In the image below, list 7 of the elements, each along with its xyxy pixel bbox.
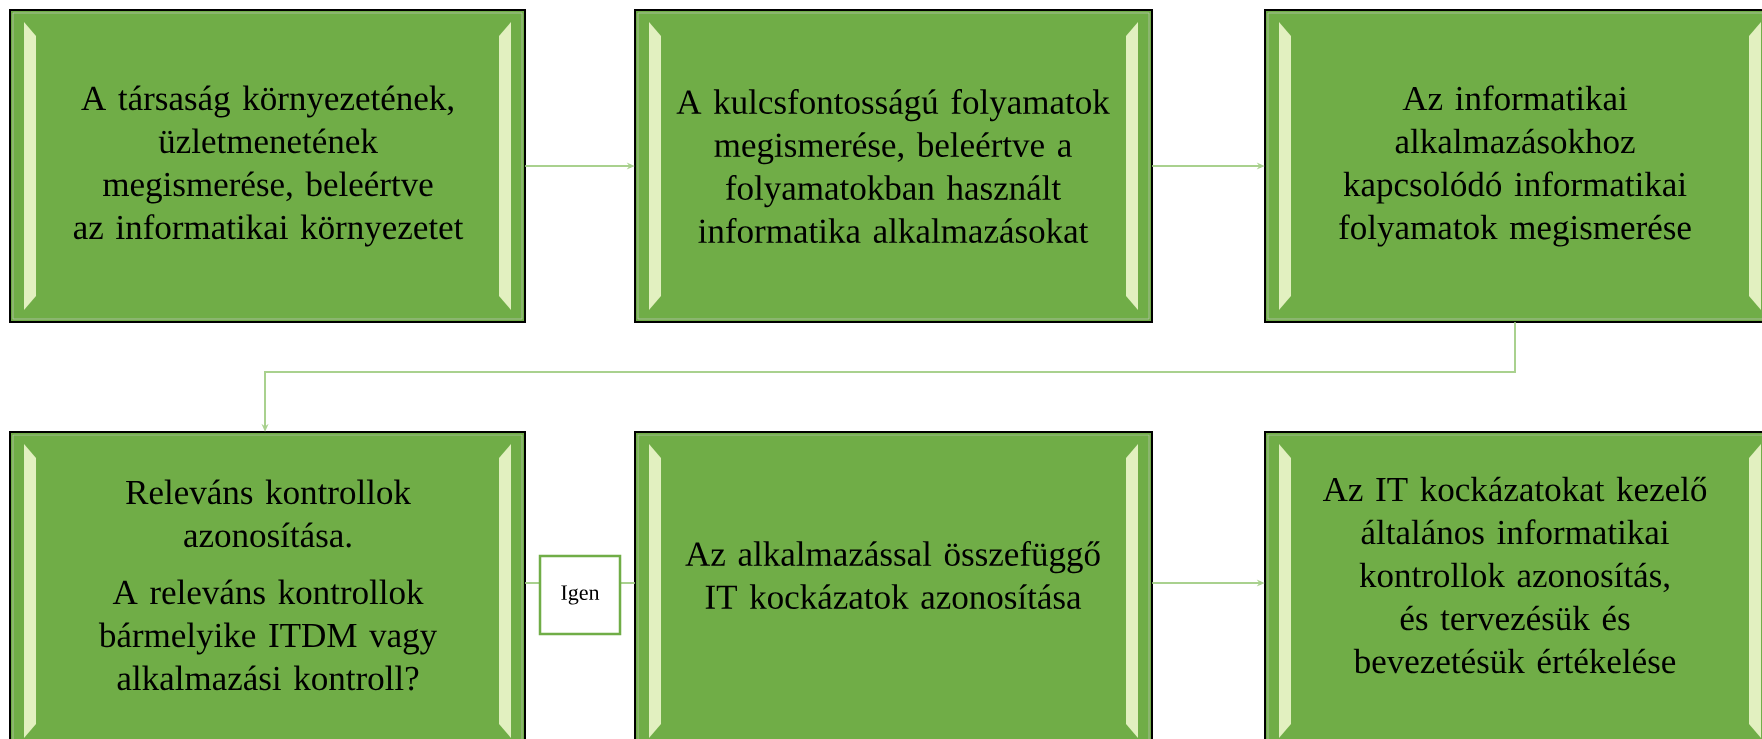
process-box: Releváns kontrollok azonosítása. A releváns kontrollok bármelyike ITDM vagy alkalmazási kontroll? (9, 431, 526, 739)
process-box: A társaság környezetének, üzletmenetének megismerése, beleértve az informatikai környezetet (9, 9, 526, 323)
process-box: Az IT kockázatokat kezelő általános informatikai kontrollok azonosítás, és tervezésük és bevezetésük értékelése (1264, 431, 1762, 739)
edge-label: Igen (538, 554, 622, 636)
process-box: Az informatikai alkalmazásokhoz kapcsolódó informatikai folyamatok megismerése (1264, 9, 1762, 323)
process-box: A kulcsfontosságú folyamatok megismerése, beleértve a folyamatokban használt informatika alkalmazásokat (634, 9, 1153, 323)
process-box: Az alkalmazással összefüggő IT kockázatok azonosítása (634, 431, 1153, 739)
